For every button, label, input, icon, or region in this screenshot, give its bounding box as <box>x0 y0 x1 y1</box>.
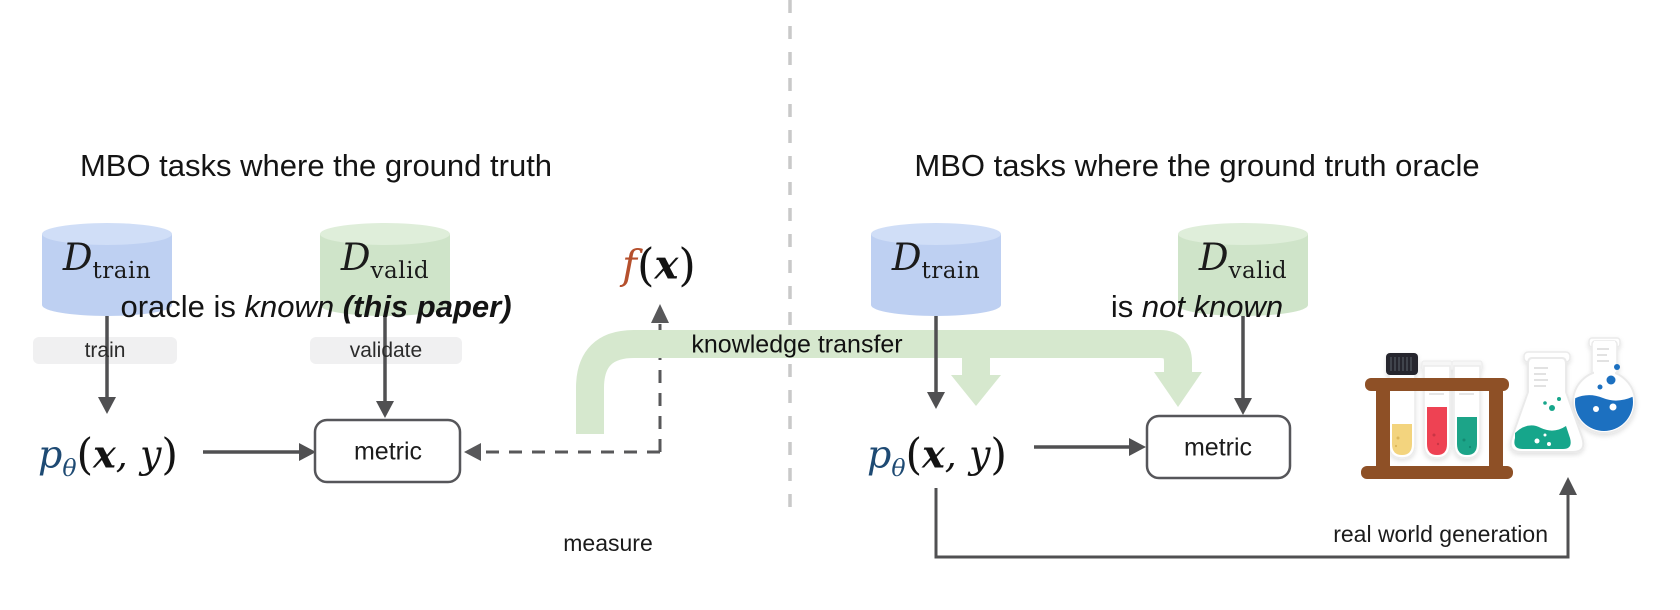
validate-pill: validate <box>349 339 423 362</box>
right-panel-title: MBO tasks where the ground truth oracle … <box>914 48 1479 377</box>
train-dataset-label-left: Dtrain <box>62 235 152 285</box>
measure-correlation-label: measure correlation <box>563 530 653 556</box>
train-pill-bg <box>33 337 177 364</box>
arrowhead-valid-right <box>1234 398 1252 415</box>
dataset-symbol: D <box>340 235 371 279</box>
arrowhead-left-to-metric <box>464 443 481 461</box>
arrowhead-up-to-oracle <box>651 304 669 323</box>
model-formula-right: pθ(x, y) <box>866 430 1008 482</box>
valid-dataset-label-right: Dvalid <box>1198 235 1288 285</box>
valid-dataset-cylinder-left <box>320 223 450 316</box>
test-tube-rack-icon <box>1361 353 1513 479</box>
real-world-generation-label: real world generation <box>1333 521 1548 547</box>
valid-dataset-cylinder-right <box>1178 223 1308 316</box>
left-title-line2: oracle is known (this paper) <box>120 289 512 324</box>
train-dataset-label-right: Dtrain <box>891 235 981 285</box>
right-title-line2: is not known <box>1110 289 1284 324</box>
metric-label-left: metric <box>353 437 423 466</box>
knowledge-transfer-fork-arrow <box>951 356 1001 406</box>
arrowhead-train-right <box>927 392 945 409</box>
arrowhead-up-to-flasks <box>1559 477 1577 495</box>
arrowhead-validate-left <box>376 401 394 418</box>
knowledge-transfer-label: knowledge transfer <box>691 330 903 359</box>
arrowhead-train-left <box>98 397 116 414</box>
train-dataset-cylinder-right <box>871 223 1001 316</box>
metric-box-right <box>1145 414 1292 480</box>
train-dataset-cylinder-left <box>42 223 172 316</box>
left-title-line1: MBO tasks where the ground truth <box>79 148 553 183</box>
real-world-generation-arrow <box>934 488 1570 559</box>
metric-box-left <box>313 418 462 484</box>
dataset-symbol: D <box>891 235 922 279</box>
erlenmeyer-flask-icon <box>1509 351 1585 453</box>
oracle-formula: f(x) <box>622 238 696 292</box>
dataset-symbol: D <box>62 235 93 279</box>
train-pill: train <box>84 339 126 362</box>
valid-dataset-label-left: Dvalid <box>340 235 430 285</box>
right-title-line1: MBO tasks where the ground truth oracle <box>914 148 1480 183</box>
model-formula-left: pθ(x, y) <box>37 430 179 482</box>
round-flask-icon <box>1572 337 1636 434</box>
left-panel-arrows <box>105 316 387 454</box>
dataset-symbol: D <box>1198 235 1229 279</box>
measure-correlation-arrow <box>482 323 662 454</box>
right-panel-arrows <box>934 316 1245 449</box>
left-panel-title: MBO tasks where the ground truth oracle … <box>80 48 552 377</box>
metric-label-right: metric <box>1183 433 1253 462</box>
knowledge-transfer-band <box>576 330 1202 434</box>
arrowhead-model-to-metric-left <box>299 443 316 461</box>
arrowhead-model-to-metric-right <box>1129 438 1146 456</box>
